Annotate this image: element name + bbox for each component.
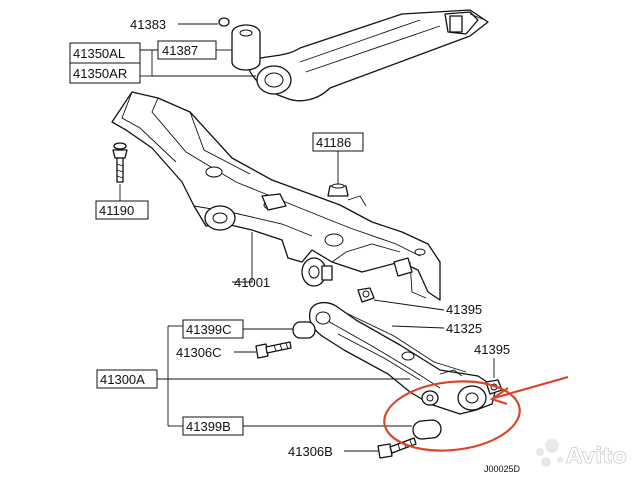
watermark-text: Avito — [566, 444, 627, 468]
watermark-dot-icon — [541, 457, 551, 467]
drawing-code: J00025D — [484, 464, 521, 474]
label-41399b-text: 41399B — [186, 419, 231, 434]
label-41387: 41387 — [157, 40, 232, 60]
bushing-41399b-drawing — [412, 419, 442, 440]
label-group-41350: 41350AL 41350AR — [69, 42, 256, 84]
highlight-circle — [383, 380, 521, 452]
lower-arm-41300a-drawing — [308, 301, 497, 415]
label-41325-text: 41325 — [446, 321, 482, 336]
bolt-41306c-drawing — [255, 341, 292, 359]
watermark-dot-icon — [545, 439, 559, 453]
label-41300a-text: 41300A — [100, 372, 145, 387]
watermark-dot-icon — [536, 448, 544, 456]
label-41395-lower-text: 41395 — [474, 342, 510, 357]
nut-41395-upper-drawing — [357, 287, 375, 303]
label-41395-upper-text: 41395 — [446, 302, 482, 317]
nut-41186-drawing — [327, 183, 349, 197]
washer-41383-drawing — [218, 17, 230, 27]
label-group-41300a: 41300A — [96, 325, 410, 427]
label-41350ar-text: 41350AR — [73, 66, 127, 81]
label-41306c-text: 41306C — [176, 345, 222, 360]
label-41383: 41383 — [130, 17, 218, 32]
label-41001: 41001 — [232, 232, 270, 290]
label-41190-text: 41190 — [99, 203, 134, 218]
highlight-arrow-head — [489, 387, 509, 406]
label-41399c: 41399C — [182, 319, 293, 339]
label-41395-upper: 41395 — [373, 299, 482, 317]
label-41190: 41190 — [95, 184, 149, 220]
label-41383-text: 41383 — [130, 17, 166, 32]
label-41306b: 41306B — [288, 444, 378, 459]
highlight-annotation — [383, 375, 569, 452]
crossmember-41001-drawing — [111, 91, 441, 301]
label-41399b: 41399B — [182, 416, 412, 436]
label-41325: 41325 — [391, 321, 482, 336]
label-41186: 41186 — [312, 132, 364, 184]
bolt-41190-drawing — [112, 142, 128, 183]
label-41306c: 41306C — [176, 345, 256, 360]
bushing-41399c-drawing — [292, 321, 316, 339]
highlight-arrow-shaft — [493, 375, 569, 400]
label-41399c-text: 41399C — [186, 322, 232, 337]
label-41306b-text: 41306B — [288, 444, 333, 459]
avito-watermark: Avito — [536, 439, 627, 468]
upper-arm-drawing — [245, 9, 489, 102]
label-41387-text: 41387 — [162, 43, 198, 58]
label-41395-lower: 41395 — [474, 342, 510, 378]
bushing-41387-drawing — [231, 24, 261, 71]
bolt-41306b-drawing — [377, 437, 417, 459]
watermark-dot-icon — [557, 457, 563, 463]
label-41350al-text: 41350AL — [73, 46, 125, 61]
label-41001-text: 41001 — [234, 275, 270, 290]
label-41186-text: 41186 — [316, 135, 351, 150]
